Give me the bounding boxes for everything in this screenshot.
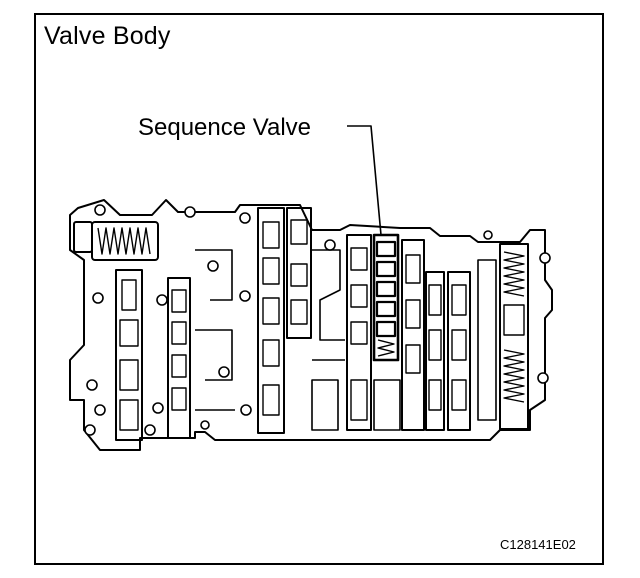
sequence-valve-spring [377, 339, 395, 357]
bolt-holes [84, 204, 551, 436]
figure-title: Valve Body [44, 22, 171, 50]
valve-body-outline [69, 199, 553, 451]
valve-bore-5 [346, 234, 372, 431]
valve-bore-2 [167, 277, 191, 439]
valve-bore-7 [401, 239, 425, 431]
valve-bore-8 [425, 271, 445, 431]
sequence-valve-label: Sequence Valve [138, 114, 312, 141]
valve-bore-3 [257, 207, 285, 434]
figure-code: C128141E02 [500, 537, 576, 552]
left-spring-coil [97, 227, 151, 255]
callout-leader-line [347, 125, 382, 236]
sequence-valve [372, 233, 400, 362]
valve-bore-9 [447, 271, 471, 431]
figure-frame [34, 13, 604, 565]
left-plug [73, 221, 93, 253]
valve-bore-4 [286, 207, 312, 339]
right-valve-bore [499, 243, 529, 430]
right-spring-coil [503, 251, 525, 297]
left-valve-bore [115, 269, 143, 441]
fluid-channels [195, 249, 235, 411]
